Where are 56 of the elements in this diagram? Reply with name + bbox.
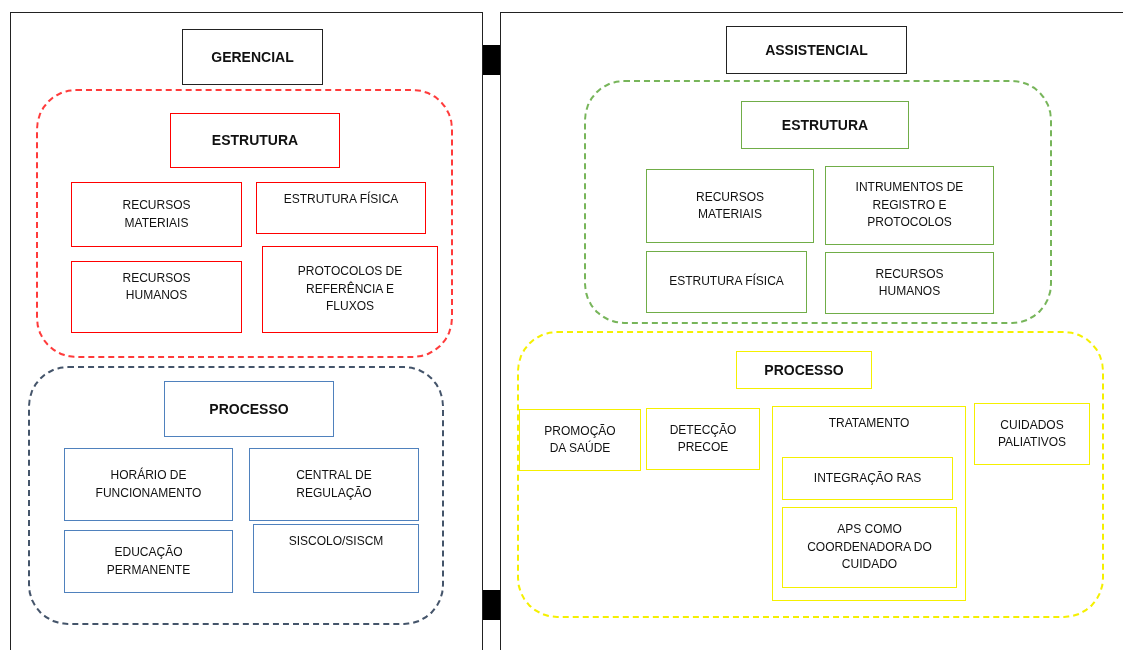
item-text: ESTRUTURA FÍSICA	[283, 191, 399, 208]
dashed-group-frame	[36, 89, 453, 358]
item-box	[974, 403, 1090, 465]
item-box	[71, 182, 242, 247]
item-box	[249, 448, 419, 521]
dashed-group-frame	[584, 80, 1052, 324]
item-text: PROTOCOLOS DE REFERÊNCIA E FLUXOS	[296, 263, 404, 316]
dashed-group-frame	[517, 331, 1104, 618]
connector-bar	[483, 45, 500, 75]
panel-frame	[500, 12, 1123, 650]
item-text: RECURSOS MATERIAIS	[695, 188, 765, 223]
item-text: HORÁRIO DE FUNCIONAMENTO	[94, 467, 203, 502]
item-box	[519, 409, 641, 471]
item-text: ESTRUTURA FÍSICA	[669, 273, 784, 291]
item-box	[646, 408, 760, 470]
item-box	[782, 457, 953, 500]
dashed-group-frame	[28, 366, 444, 625]
item-text: INTRUMENTOS DE REGISTRO E PROTOCOLOS	[854, 179, 965, 232]
item-text: INTEGRAÇÃO RAS	[813, 469, 922, 487]
item-box	[262, 246, 438, 333]
item-text: RECURSOS HUMANOS	[121, 270, 192, 305]
item-text: CUIDADOS PALIATIVOS	[996, 416, 1068, 451]
item-box	[71, 261, 242, 333]
item-box	[64, 530, 233, 593]
item-text: SISCOLO/SISCM	[288, 533, 384, 550]
item-box	[253, 524, 419, 593]
item-box	[646, 169, 814, 243]
heading-box	[736, 351, 872, 389]
heading-text: ASSISTENCIAL	[765, 40, 868, 60]
item-text: RECURSOS MATERIAIS	[121, 197, 192, 232]
item-text: CENTRAL DE REGULAÇÃO	[295, 467, 373, 502]
heading-text: ESTRUTURA	[781, 115, 869, 135]
item-text: DETECÇÃO PRECOE	[668, 421, 738, 456]
item-text: TRATAMENTO	[828, 415, 910, 432]
heading-text: ESTRUTURA	[211, 131, 299, 151]
connector-bar	[483, 590, 500, 620]
item-box	[825, 252, 994, 314]
heading-box	[164, 381, 334, 437]
item-box	[646, 251, 807, 313]
item-box	[782, 507, 957, 588]
heading-text: GERENCIAL	[211, 47, 294, 67]
item-box	[825, 166, 994, 245]
heading-box	[741, 101, 909, 149]
heading-box	[182, 29, 323, 85]
item-text: PROMOÇÃO DA SAÚDE	[543, 422, 617, 457]
item-text: APS COMO COORDENADORA DO CUIDADO	[806, 521, 933, 574]
item-box	[772, 406, 966, 601]
heading-box	[170, 113, 340, 168]
heading-box	[726, 26, 907, 74]
panel-frame	[10, 12, 483, 650]
item-text: EDUCAÇÃO PERMANENTE	[105, 544, 192, 579]
heading-text: PROCESSO	[764, 360, 844, 380]
item-box	[256, 182, 426, 234]
item-box	[64, 448, 233, 521]
item-text: RECURSOS HUMANOS	[874, 265, 945, 300]
heading-text: PROCESSO	[209, 399, 289, 419]
